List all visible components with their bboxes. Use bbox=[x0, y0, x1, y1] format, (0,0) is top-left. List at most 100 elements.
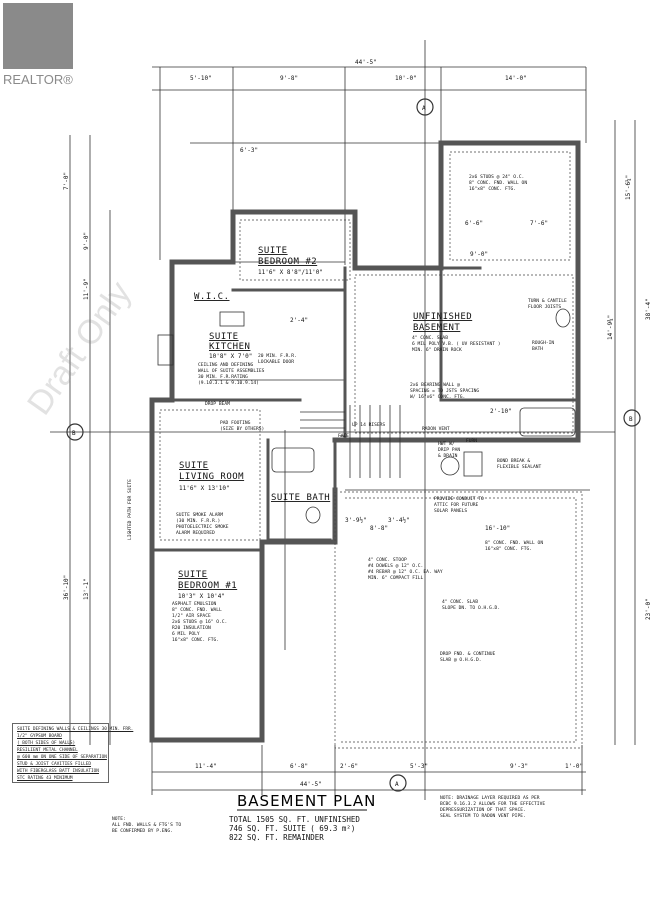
annotation-studs: 8" CONC. FND. WALL ON bbox=[469, 180, 527, 186]
svg-text:23'-0": 23'-0" bbox=[645, 598, 652, 620]
room-rough-in-bath: ROUGH-IN BATH bbox=[532, 340, 554, 352]
note-line: ( BOTH SIDES OF WALLS) bbox=[17, 741, 76, 746]
section-marker-a-top: A bbox=[416, 98, 434, 116]
svg-text:8'-8": 8'-8" bbox=[370, 525, 388, 532]
section-marker-b-right: B bbox=[623, 409, 641, 427]
svg-text:44'-5": 44'-5" bbox=[355, 59, 377, 66]
svg-text:3'-9½": 3'-9½" bbox=[345, 517, 367, 524]
section-marker-a-bottom: A bbox=[389, 774, 407, 792]
svg-text:UNFINISHED: UNFINISHED bbox=[413, 312, 472, 322]
note-line: @ 600 mm ON ONE SIDE OF SEPARATION bbox=[17, 755, 107, 760]
svg-text:10'8" X 7'0": 10'8" X 7'0" bbox=[209, 353, 252, 360]
note-line: 1/2" GYPSUM BOARD bbox=[17, 734, 62, 739]
svg-text:BATH: BATH bbox=[532, 346, 543, 352]
svg-text:9'-8": 9'-8" bbox=[280, 75, 298, 82]
annotation-conduit: ATTIC FOR FUTURE bbox=[434, 502, 478, 508]
kitchen-sink bbox=[157, 334, 174, 366]
annotation-bed1-wall: 6 MIL POLY bbox=[172, 631, 200, 637]
bathtub bbox=[271, 447, 315, 473]
annotation-kitchen-ceiling: CEILING AND DEFINING bbox=[198, 362, 254, 368]
stairs bbox=[300, 405, 401, 478]
annotation-bed1-wall: R20 INSULATION bbox=[172, 625, 211, 631]
annotation-smoke: PHOTOELECTRIC SMOKE bbox=[176, 524, 229, 530]
svg-text:15'-6¼": 15'-6¼" bbox=[625, 175, 632, 200]
annotation-studs: 16"x8" CONC. FTG. bbox=[469, 186, 516, 192]
annotation-slab: MIN. 6" DRAIN ROCK bbox=[412, 347, 462, 353]
hot-water-tank bbox=[440, 456, 460, 476]
fire-separation-note: SUITE DEFINING WALLS & CEILINGS 30 MIN. … bbox=[12, 723, 134, 783]
svg-text:2'-6": 2'-6" bbox=[340, 763, 358, 770]
annotation-slab: 6 MIL POLY V.B. ( UV RESISTANT ) bbox=[412, 341, 501, 347]
annotation-bearing: SPACING = TO JSTS SPACING bbox=[410, 388, 479, 394]
annotation-conduit: PROVIDE CONDUIT TO bbox=[434, 496, 484, 502]
realtor-logo-text: REALTOR® bbox=[3, 72, 73, 87]
svg-text:A: A bbox=[395, 781, 399, 788]
annotation-pad: PAD FOOTING bbox=[220, 420, 251, 426]
note-right-2: DEPRESSURIZATION OF THAT SPACE. bbox=[440, 807, 526, 813]
annotation-stoop: #4 REBAR @ 12" O.C. EA. WAY bbox=[368, 569, 443, 575]
area-suite: 746 SQ. FT. SUITE ( 69.3 m²) bbox=[229, 824, 355, 833]
svg-text:9'-0": 9'-0" bbox=[83, 232, 90, 250]
svg-text:5'-3": 5'-3" bbox=[410, 763, 428, 770]
note-line: WITH FIBERGLASS BATT INSULATION bbox=[17, 769, 99, 774]
room-kitchen: SUITE KITCHEN 10'8" X 7'0" bbox=[209, 332, 252, 360]
bathtub-rough-in bbox=[519, 407, 576, 437]
annotation-radon: RADON VENT bbox=[422, 426, 450, 432]
note-line: RESILIENT METAL CHANNEL bbox=[17, 748, 78, 753]
svg-text:36'-10": 36'-10" bbox=[63, 575, 70, 600]
annotation-studs: 2x6 STUDS @ 24" O.C. bbox=[469, 174, 524, 180]
room-wic: W.I.C. bbox=[194, 292, 230, 302]
svg-text:6'-6": 6'-6" bbox=[465, 220, 483, 227]
annotation-hwt: HWT W/ bbox=[438, 441, 455, 447]
svg-text:11'-9": 11'-9" bbox=[83, 278, 90, 300]
svg-text:5'-10": 5'-10" bbox=[190, 75, 212, 82]
note-right-1: BCBC 9.16.3.2 ALLOWS FOR THE EFFECTIVE bbox=[440, 801, 545, 807]
svg-text:B: B bbox=[72, 430, 76, 437]
svg-text:44'-5": 44'-5" bbox=[300, 781, 322, 788]
svg-text:38'-4": 38'-4" bbox=[645, 298, 652, 320]
annotation-conduit: SOLAR PANELS bbox=[434, 508, 467, 514]
svg-text:SUITE: SUITE bbox=[209, 332, 239, 342]
svg-text:BEDROOM #1: BEDROOM #1 bbox=[178, 581, 237, 591]
section-marker-b-left: B bbox=[66, 423, 84, 441]
annotation-drop-fnd: DROP FND. & CONTINUE bbox=[440, 651, 496, 657]
room-bedroom-1: SUITE BEDROOM #1 10'3" X 10'4" bbox=[178, 570, 237, 600]
annotation-drop-beam: DROP BEAM bbox=[205, 401, 230, 407]
note-left-2: BE CONFIRMED BY P.ENG. bbox=[112, 828, 173, 834]
note-left-0: NOTE: bbox=[112, 816, 126, 822]
realtor-logo: REALTOR® bbox=[0, 0, 78, 95]
annotation-bond: FLEXIBLE SEALANT bbox=[497, 464, 541, 470]
annotation-hwt: & DRAIN bbox=[438, 453, 458, 459]
annotation-door: LOCKABLE DOOR bbox=[258, 359, 294, 365]
svg-text:6'-3": 6'-3" bbox=[240, 147, 258, 154]
annotation-kitchen-ceiling: WALL OF SUITE ASSEMBLIES bbox=[198, 368, 265, 374]
drawing-title: BASEMENT PLAN bbox=[237, 792, 376, 810]
note-left-1: ALL FND. WALLS & FTG'S TO bbox=[112, 822, 181, 828]
annotation-bed1-wall: 2x6 STUDS @ 16" O.C. bbox=[172, 619, 227, 625]
fixtures bbox=[157, 308, 576, 524]
note-right-3: SEAL SYSTEM TO RADON VENT PIPE. bbox=[440, 813, 526, 819]
annotation-kitchen-ceiling: 30 MIN. F.R.RATING bbox=[198, 374, 248, 380]
area-total: TOTAL 1505 SQ. FT. UNFINISHED bbox=[229, 815, 360, 824]
annotation-lights: LIGHTED PATH FOR SUITE bbox=[127, 479, 133, 540]
annotation-up: UP 14 RISERS bbox=[352, 422, 385, 428]
note-line: SUITE DEFINING WALLS & CEILINGS 30 MIN. … bbox=[17, 727, 134, 732]
realtor-logo-mark bbox=[3, 3, 73, 69]
annotation-smoke: SUITE SMOKE ALARM bbox=[176, 512, 223, 518]
room-unfinished-basement: UNFINISHED BASEMENT bbox=[413, 312, 472, 333]
svg-text:11'6" X 13'10": 11'6" X 13'10" bbox=[179, 485, 230, 492]
svg-text:SUITE: SUITE bbox=[179, 461, 209, 471]
annotation-garage-slab: 4" CONC. SLAB bbox=[442, 599, 478, 605]
svg-text:9'-0": 9'-0" bbox=[470, 251, 488, 258]
annotation-stoop: #4 DOWELS @ 12" O.C. bbox=[368, 563, 423, 569]
annotation-fnd-wall: 16"x8" CONC. FTG. bbox=[485, 546, 532, 552]
annotation-stoop: 4" CONC. STOOP bbox=[368, 557, 407, 563]
annotation-hwt: DRIP PAN bbox=[438, 447, 460, 453]
annotation-smoke: (30 MIN. F.R.R.) bbox=[176, 518, 220, 524]
garage-outline bbox=[159, 151, 583, 749]
sink-rough-in bbox=[555, 308, 571, 328]
svg-text:14'-0": 14'-0" bbox=[505, 75, 527, 82]
svg-text:KITCHEN: KITCHEN bbox=[209, 342, 250, 352]
annotation-drop-fnd: SLAB @ O.H.G.D. bbox=[440, 657, 482, 663]
